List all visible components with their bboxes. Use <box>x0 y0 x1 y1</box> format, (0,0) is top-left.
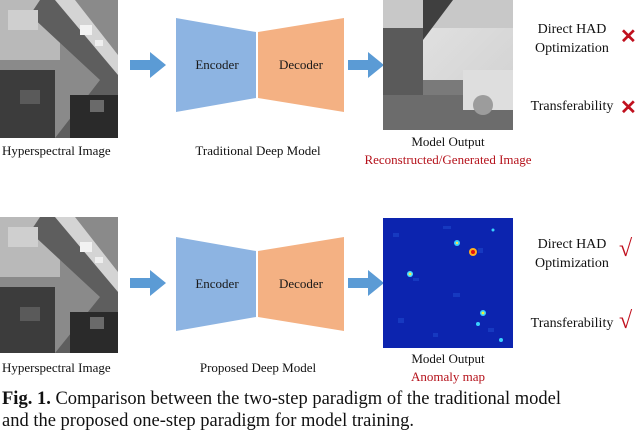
input-label: Hyperspectral Image <box>2 143 111 158</box>
model-label: Proposed Deep Model <box>199 360 317 375</box>
caption-text-1: Comparison between the two-step paradigm… <box>50 389 561 409</box>
figure-label: Fig. 1. <box>2 389 51 409</box>
caption-line-1: Fig. 1. Comparison between the two-step … <box>2 388 640 410</box>
hyperspectral-image-1 <box>0 0 118 138</box>
encoder-block <box>176 18 256 112</box>
criterion-line: Transferability <box>530 99 614 114</box>
reconstructed-image <box>383 0 513 130</box>
output-title: Model Output <box>411 134 485 149</box>
criterion-direct-had: Direct HAD Optimization <box>522 235 622 273</box>
encoder-block <box>176 237 256 331</box>
criterion-line: Transferability <box>530 316 614 331</box>
encoder-decoder-diagram <box>176 18 344 112</box>
arrow-icon <box>348 52 384 78</box>
encoder-decoder-diagram <box>176 237 344 331</box>
criterion-line: Direct HAD <box>537 237 607 252</box>
input-label: Hyperspectral Image <box>2 360 111 375</box>
decoder-block <box>258 18 344 112</box>
cross-icon: ✕ <box>620 26 637 48</box>
criterion-transferability: Transferability <box>522 97 622 116</box>
criterion-direct-had: Direct HAD Optimization <box>522 20 622 58</box>
arrow-icon <box>130 52 166 78</box>
hyperspectral-image-2 <box>0 217 118 353</box>
criterion-line: Optimization <box>535 41 609 56</box>
caption-text-2: and the proposed one-step paradigm for m… <box>2 411 415 431</box>
cross-icon: ✕ <box>620 97 637 119</box>
output-subtitle: Anomaly map <box>410 369 485 384</box>
encoder-label: Encoder <box>195 57 239 72</box>
decoder-label: Decoder <box>278 57 324 72</box>
criterion-line: Optimization <box>535 256 609 271</box>
check-icon: √ <box>619 308 633 334</box>
anomaly-map <box>383 218 513 348</box>
check-icon: √ <box>619 236 633 262</box>
criterion-transferability: Transferability <box>522 314 622 333</box>
model-label: Traditional Deep Model <box>195 143 321 158</box>
output-title: Model Output <box>411 351 485 366</box>
arrow-icon <box>348 270 384 296</box>
decoder-label: Decoder <box>278 276 324 291</box>
criterion-line: Direct HAD <box>537 22 607 37</box>
arrow-icon <box>130 270 166 296</box>
output-subtitle: Reconstructed/Generated Image <box>364 152 532 167</box>
decoder-block <box>258 237 344 331</box>
figure-caption: Fig. 1. Comparison between the two-step … <box>2 388 640 432</box>
encoder-label: Encoder <box>195 276 239 291</box>
